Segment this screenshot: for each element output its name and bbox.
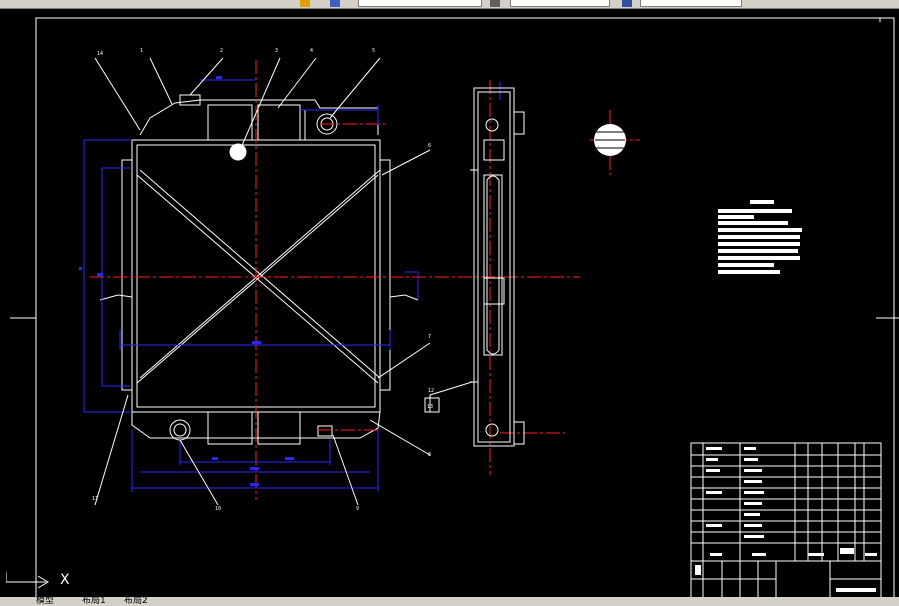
balloon-10: 10 [215,506,221,512]
title-block-texts [695,447,877,592]
balloon-4: 4 [310,48,313,54]
tab-layout2[interactable]: 布局2 [124,597,148,606]
svg-text:■■■: ■■■ [285,456,294,462]
ucs-icon [6,572,49,589]
balloon-7: 7 [428,334,431,340]
svg-text:■■■: ■■■ [250,482,259,488]
dimension-lines [83,79,501,492]
leader-lines [94,57,473,506]
layout-tabs: 模型 布局1 布局2 [0,597,899,606]
radiator-side-view [470,87,525,447]
tab-model[interactable]: 模型 [36,597,55,606]
linetype-dropdown[interactable] [510,0,610,7]
balloon-6: 6 [428,143,431,149]
balloon-numbers: 14 1 2 3 4 5 6 7 8 9 10 11 12 13 [92,48,434,512]
layer-state-icon[interactable] [330,0,340,7]
centerlines [90,60,640,500]
svg-text:■■■: ■■■ [252,340,261,346]
svg-text:■: ■ [79,266,82,272]
svg-text:■■■: ■■■ [250,466,259,472]
section-detail [594,124,626,156]
toolbar [0,0,899,9]
balloon-8: 8 [428,452,431,458]
drawing-canvas[interactable]: ■■■ ■■■ ■■■ ■■ ■■■ ■■ ■ ■■ 14 1 2 3 4 5 … [0,9,899,599]
layer-icon[interactable] [300,0,310,7]
balloon-13: 13 [427,404,433,410]
balloon-3: 3 [275,48,278,54]
radiator-front-view [99,94,419,445]
technical-requirements [718,200,802,274]
balloon-5: 5 [372,48,375,54]
layer-dropdown[interactable] [358,0,482,7]
svg-text:■■: ■■ [216,75,222,81]
balloon-12: 12 [428,388,434,394]
dimension-texts: ■■■ ■■■ ■■■ ■■ ■■■ ■■ ■ ■■ [79,75,294,488]
balloon-11: 11 [92,496,98,502]
linetype-icon[interactable] [490,0,500,7]
balloon-2: 2 [220,48,223,54]
lineweight-dropdown[interactable] [640,0,742,7]
balloon-1: 1 [140,48,143,54]
tab-layout1[interactable]: 布局1 [82,597,106,606]
ucs-x-label: X [60,572,70,588]
balloon-9: 9 [356,506,359,512]
properties-icon[interactable] [622,0,632,7]
svg-text:■■: ■■ [212,456,218,462]
svg-text:■■: ■■ [97,272,103,278]
title-block [690,442,882,599]
balloon-14: 14 [97,51,103,57]
